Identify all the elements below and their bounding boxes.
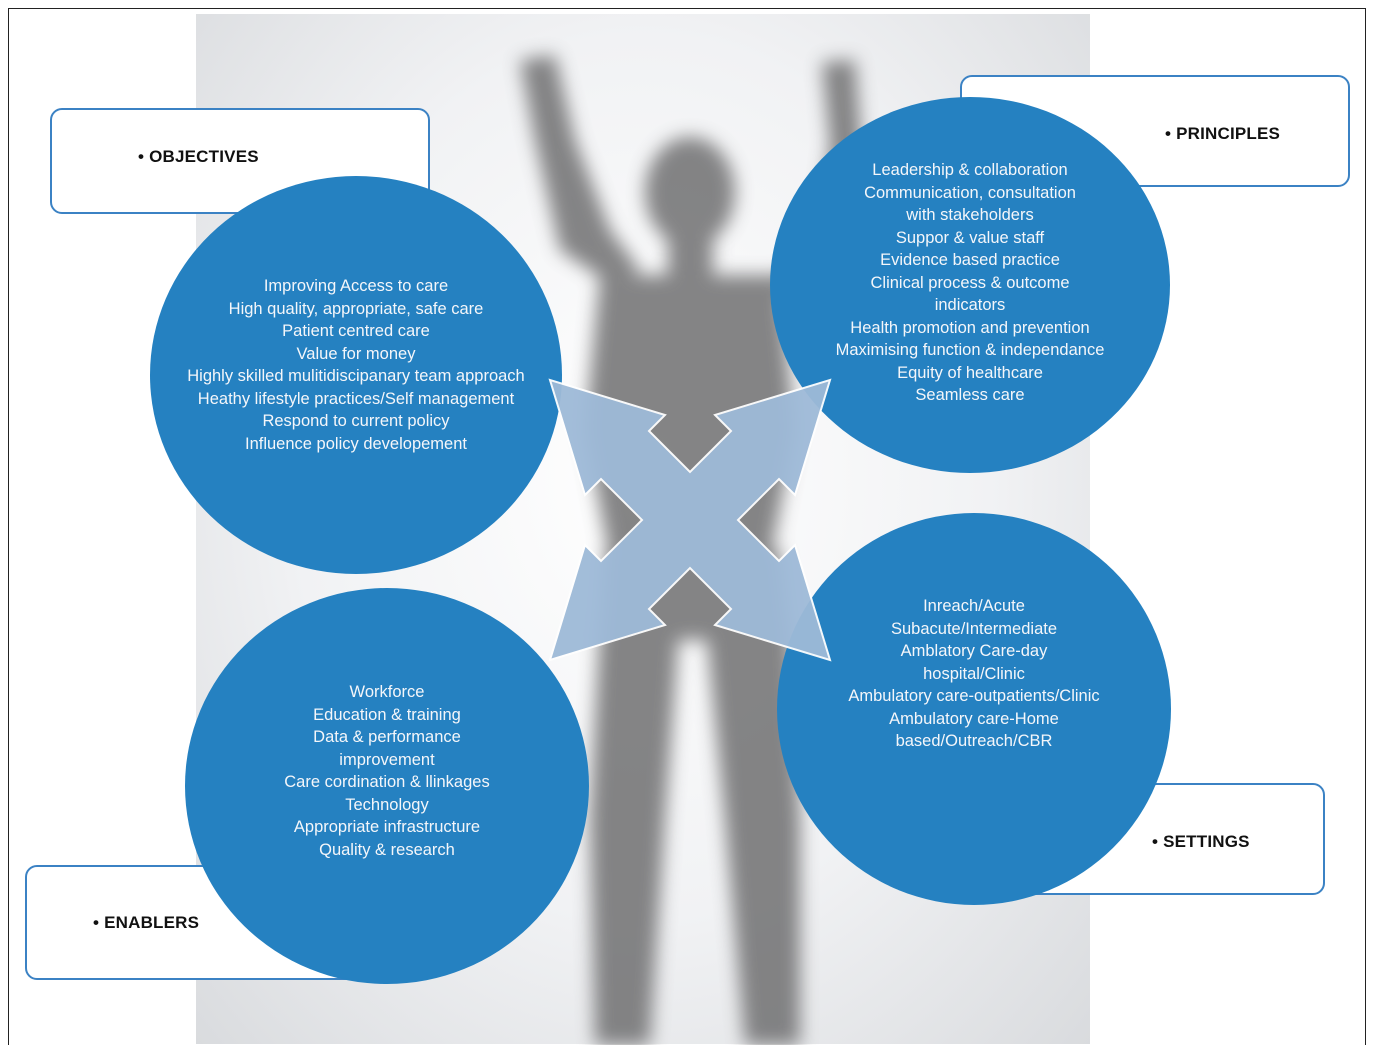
objectives-item: Patient centred care	[282, 322, 430, 340]
settings-item: Ambulatory care-outpatients/Clinic	[848, 687, 1100, 706]
enablers-item: Quality & research	[319, 840, 455, 859]
principles-item: Seamless care	[915, 386, 1025, 405]
enablers-item: Workforce	[349, 683, 425, 701]
settings-item: based/Outreach/CBR	[895, 732, 1053, 751]
objectives-item: Heathy lifestyle practices/Self manageme…	[197, 389, 515, 408]
objectives-list: Improving Access to care High quality, a…	[187, 275, 525, 455]
settings-item: Ambulatory care-Home	[889, 709, 1059, 728]
principles-item: Equity of healthcare	[897, 363, 1043, 382]
enablers-item: Appropriate infrastructure	[293, 818, 481, 836]
objectives-item: High quality, appropriate, safe care	[228, 299, 484, 318]
objectives-item: Value for money	[296, 344, 416, 363]
enablers-item: improvement	[339, 750, 435, 769]
settings-item: Subacute/Intermediate	[890, 619, 1058, 638]
principles-circle: Leadership & collaboration Communication…	[770, 97, 1170, 473]
principles-item: Communication, consultation	[864, 183, 1076, 202]
enablers-item: Care cordination & llinkages	[284, 773, 490, 791]
principles-item: Evidence based practice	[880, 251, 1060, 270]
principles-item: Maximising function & independance	[835, 341, 1105, 360]
enablers-item: Data & performance	[313, 728, 461, 746]
enablers-item: Education & training	[313, 705, 461, 724]
settings-label: • SETTINGS	[1152, 832, 1250, 851]
principles-list: Leadership & collaboration Communication…	[836, 159, 1105, 407]
objectives-item: Influence policy developement	[245, 434, 467, 453]
settings-item: hospital/Clinic	[923, 664, 1025, 683]
principles-item: Leadership & collaboration	[872, 161, 1068, 180]
objectives-circle: Improving Access to care High quality, a…	[150, 176, 562, 574]
objectives-item: Respond to current policy	[262, 412, 450, 430]
objectives-label: • OBJECTIVES	[138, 147, 259, 166]
objectives-item: Highly skilled mulitidiscipanary team ap…	[187, 367, 525, 385]
principles-item: Health promotion and prevention	[850, 318, 1090, 337]
enablers-item: Technology	[345, 795, 429, 814]
principles-label: • PRINCIPLES	[1165, 124, 1281, 143]
principles-item: with stakeholders	[906, 206, 1034, 225]
objectives-item: Improving Access to care	[263, 277, 449, 295]
principles-item: Suppor & value staff	[895, 228, 1045, 247]
enablers-label: • ENABLERS	[93, 913, 200, 932]
settings-list: Inreach/Acute Subacute/Intermediate Ambl…	[848, 595, 1099, 753]
principles-item: indicators	[934, 296, 1006, 315]
settings-item: Inreach/Acute	[923, 597, 1025, 616]
principles-item: Clinical process & outcome	[870, 273, 1070, 292]
enablers-list: Workforce Education & training Data & pe…	[284, 681, 489, 861]
settings-item: Amblatory Care-day	[900, 642, 1048, 661]
settings-circle: Inreach/Acute Subacute/Intermediate Ambl…	[777, 513, 1171, 905]
enablers-circle: Workforce Education & training Data & pe…	[185, 588, 589, 984]
